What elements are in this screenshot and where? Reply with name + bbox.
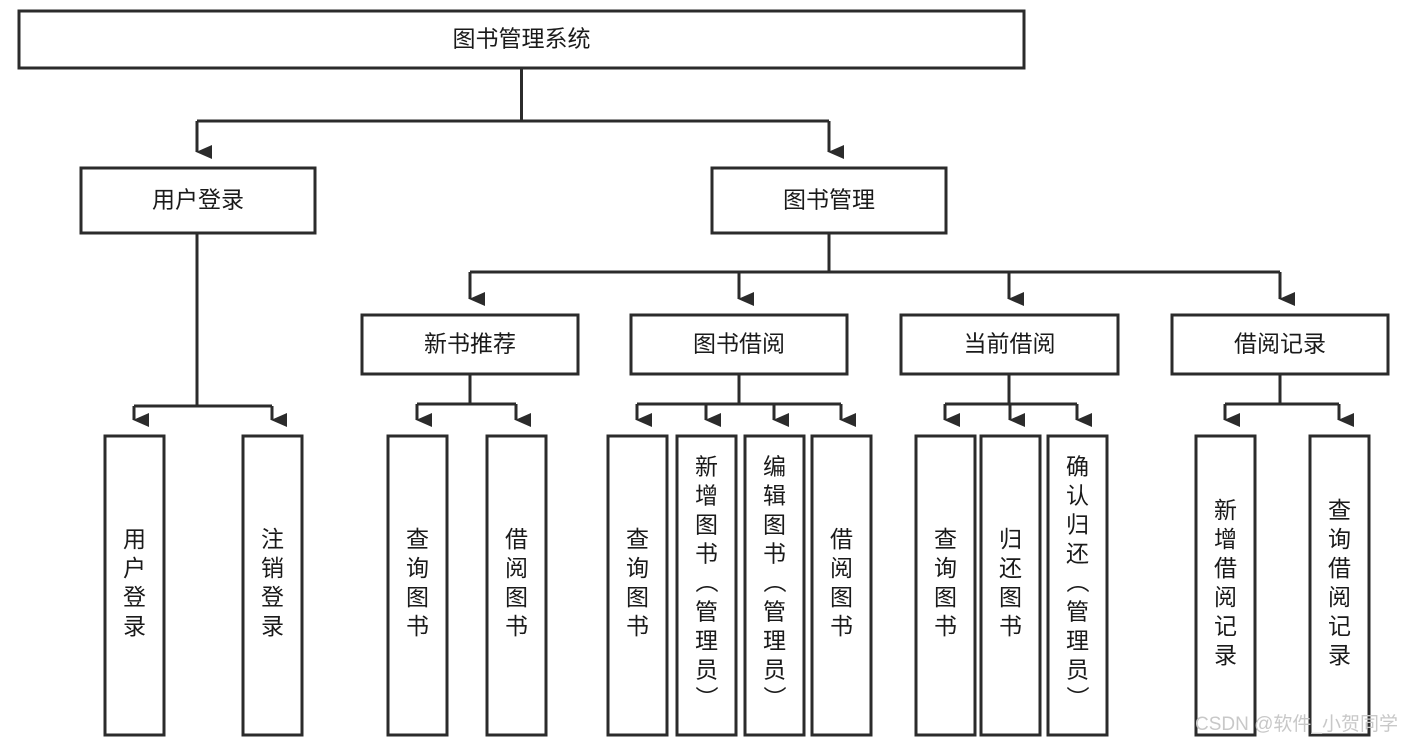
node-box-leaf-user-login[interactable] [103,434,166,737]
node-label-leaf-borrow-book: 借阅图书 [830,526,853,639]
connector-group-borrow-record-to-leaves [1223,374,1354,427]
node-label-leaf-query-book-rec: 查询图书 [406,526,429,639]
connector-group-new-book-rec-to-leaves [415,374,531,427]
node-label-current-borrow: 当前借阅 [964,331,1056,357]
node-box-borrow-record[interactable] [1170,313,1390,376]
node-box-leaf-return-book[interactable] [979,434,1042,737]
node-label-leaf-edit-book-admin: 编辑图书（管理员） [763,454,787,712]
node-leaf-add-borrow-record[interactable]: 新增借阅记录 [1194,434,1257,737]
node-box-leaf-borrow-book-rec[interactable] [485,434,548,737]
node-box-leaf-add-borrow-record[interactable] [1194,434,1257,737]
node-label-leaf-add-book-admin: 新增图书（管理员） [695,454,719,712]
connector-group-book-manage-to-level3 [468,233,1295,306]
node-borrow-record[interactable]: 借阅记录 [1170,313,1390,376]
node-box-leaf-add-book-admin[interactable] [675,434,738,737]
connector-group-current-borrow-to-leaves [943,374,1092,427]
node-box-new-book-rec[interactable] [360,313,580,376]
node-box-leaf-logout[interactable] [241,434,304,737]
node-book-manage[interactable]: 图书管理 [710,166,948,235]
node-new-book-rec[interactable]: 新书推荐 [360,313,580,376]
node-box-leaf-query-book-current[interactable] [914,434,977,737]
node-leaf-return-book[interactable]: 归还图书 [979,434,1042,737]
node-box-current-borrow[interactable] [899,313,1120,376]
node-box-leaf-edit-book-admin[interactable] [743,434,806,737]
node-leaf-logout[interactable]: 注销登录 [241,434,304,737]
node-box-root[interactable] [17,9,1026,70]
node-root[interactable]: 图书管理系统 [17,9,1026,70]
node-box-leaf-query-book-borrow[interactable] [606,434,669,737]
node-leaf-confirm-return-admin[interactable]: 确认归还（管理员） [1046,434,1109,737]
node-leaf-query-book-rec[interactable]: 查询图书 [386,434,449,737]
node-label-book-manage: 图书管理 [783,187,875,213]
node-label-leaf-query-book-current: 查询图书 [934,526,957,639]
connector-group-root-to-level2 [195,68,844,159]
node-book-borrow[interactable]: 图书借阅 [629,313,849,376]
node-box-leaf-borrow-book[interactable] [810,434,873,737]
node-leaf-user-login[interactable]: 用户登录 [103,434,166,737]
node-label-leaf-logout: 注销登录 [261,526,284,639]
node-leaf-borrow-book-rec[interactable]: 借阅图书 [485,434,548,737]
node-leaf-query-borrow-record[interactable]: 查询借阅记录 [1308,434,1371,737]
node-current-borrow[interactable]: 当前借阅 [899,313,1120,376]
node-label-user-login: 用户登录 [152,187,244,213]
node-label-leaf-add-borrow-record: 新增借阅记录 [1214,497,1237,668]
node-box-book-borrow[interactable] [629,313,849,376]
nodes-layer: 图书管理系统用户登录图书管理新书推荐图书借阅当前借阅借阅记录用户登录注销登录查询… [17,9,1390,737]
node-user-login[interactable]: 用户登录 [79,166,317,235]
node-label-borrow-record: 借阅记录 [1234,331,1326,357]
node-box-leaf-confirm-return-admin[interactable] [1046,434,1109,737]
node-label-leaf-return-book: 归还图书 [999,526,1022,639]
connector-group-user-login-to-leaves [132,233,287,427]
csdn-watermark: CSDN @软件_小贺同学 [1195,713,1398,735]
node-leaf-edit-book-admin[interactable]: 编辑图书（管理员） [743,434,806,737]
node-label-leaf-confirm-return-admin: 确认归还（管理员） [1066,454,1090,712]
node-box-leaf-query-book-rec[interactable] [386,434,449,737]
node-leaf-add-book-admin[interactable]: 新增图书（管理员） [675,434,738,737]
node-label-leaf-borrow-book-rec: 借阅图书 [505,526,528,639]
node-box-user-login[interactable] [79,166,317,235]
node-label-root: 图书管理系统 [453,26,591,52]
node-leaf-query-book-current[interactable]: 查询图书 [914,434,977,737]
node-leaf-query-book-borrow[interactable]: 查询图书 [606,434,669,737]
node-leaf-borrow-book[interactable]: 借阅图书 [810,434,873,737]
node-label-book-borrow: 图书借阅 [693,331,785,357]
node-label-leaf-query-borrow-record: 查询借阅记录 [1328,497,1351,668]
node-label-leaf-query-book-borrow: 查询图书 [626,526,649,639]
node-label-leaf-user-login: 用户登录 [123,526,146,639]
node-label-new-book-rec: 新书推荐 [424,331,516,357]
node-box-book-manage[interactable] [710,166,948,235]
node-box-leaf-query-borrow-record[interactable] [1308,434,1371,737]
connector-group-book-borrow-to-leaves [635,374,856,427]
